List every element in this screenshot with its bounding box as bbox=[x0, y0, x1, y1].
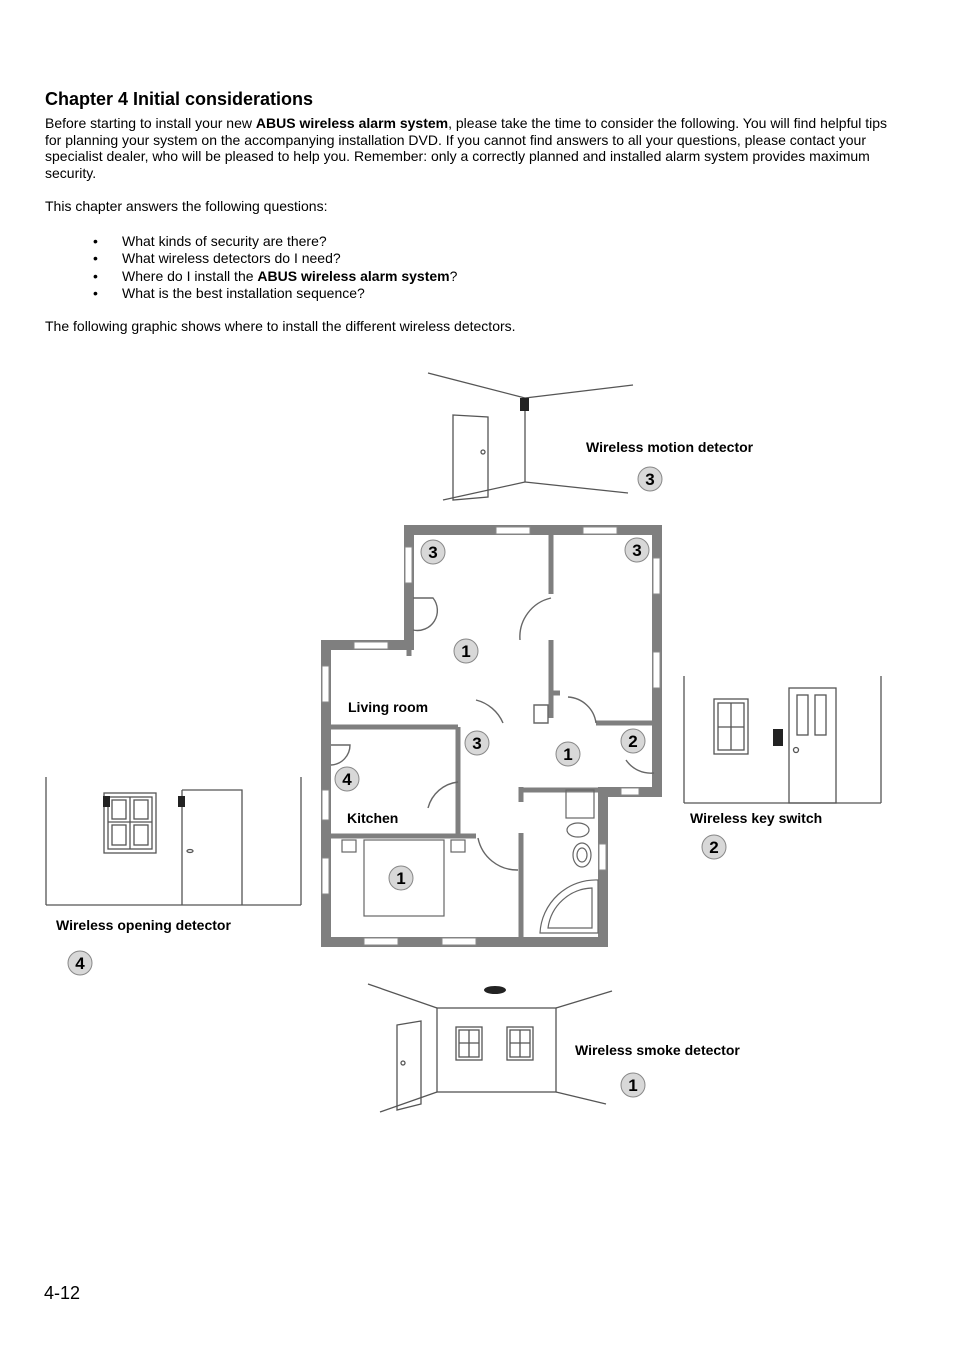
list-item: • Where do I install the ABUS wireless al… bbox=[45, 268, 457, 285]
badge-plan-key: 2 bbox=[620, 728, 646, 754]
graphic-intro: The following graphic shows where to ins… bbox=[45, 318, 516, 334]
intro-text-before: Before starting to install your new bbox=[45, 115, 256, 131]
motion-detector-icon bbox=[520, 398, 529, 411]
label-opening-detector: Wireless opening detector bbox=[56, 917, 231, 933]
motion-detector-scene bbox=[427, 372, 634, 501]
badge-plan-smoke-b: 1 bbox=[555, 741, 581, 767]
list-item: • What kinds of security are there? bbox=[45, 233, 457, 250]
chapter-heading: Chapter 4 Initial considerations bbox=[45, 89, 314, 109]
badge-smoke: 1 bbox=[620, 1072, 646, 1098]
question-3: Where do I install the ABUS wireless ala… bbox=[122, 267, 458, 284]
question-2: What wireless detectors do I need? bbox=[122, 250, 341, 267]
badge-plan-motion-a: 3 bbox=[420, 539, 446, 565]
list-item: • What is the best installation sequence? bbox=[45, 285, 457, 302]
badge-plan-smoke-a: 1 bbox=[453, 638, 479, 664]
svg-text:1: 1 bbox=[396, 869, 405, 888]
svg-text:4: 4 bbox=[75, 954, 85, 973]
question-1: What kinds of security are there? bbox=[122, 233, 327, 249]
svg-text:3: 3 bbox=[472, 734, 481, 753]
label-motion-detector: Wireless motion detector bbox=[586, 439, 754, 455]
badge-key-switch: 2 bbox=[701, 834, 727, 860]
bullet-icon: • bbox=[93, 233, 98, 249]
svg-text:2: 2 bbox=[709, 838, 718, 857]
label-key-switch: Wireless key switch bbox=[690, 810, 823, 826]
label-smoke-detector: Wireless smoke detector bbox=[575, 1042, 740, 1058]
bullet-icon: • bbox=[93, 285, 98, 302]
svg-text:3: 3 bbox=[632, 541, 641, 560]
svg-text:1: 1 bbox=[461, 642, 470, 661]
bullet-icon: • bbox=[93, 250, 98, 267]
badge-motion: 3 bbox=[637, 466, 663, 492]
svg-text:3: 3 bbox=[428, 543, 437, 562]
window-contact-icon bbox=[103, 796, 110, 807]
bullet-icon: • bbox=[93, 267, 98, 284]
badge-plan-smoke-c: 1 bbox=[388, 865, 414, 891]
smoke-detector-icon bbox=[484, 986, 506, 994]
badge-opening: 4 bbox=[67, 950, 93, 976]
opening-detector-scene bbox=[45, 777, 302, 906]
intro-paragraph: Before starting to install your new ABUS… bbox=[45, 115, 905, 181]
question-4: What is the best installation sequence? bbox=[122, 285, 365, 302]
badge-plan-motion-b: 3 bbox=[624, 537, 650, 563]
label-kitchen: Kitchen bbox=[347, 810, 399, 826]
door-contact-icon bbox=[178, 796, 185, 807]
questions-list: • What kinds of security are there? • What… bbox=[45, 233, 457, 303]
badge-plan-motion-c: 3 bbox=[464, 730, 490, 756]
badge-plan-opening: 4 bbox=[334, 766, 360, 792]
floor-plan bbox=[321, 525, 662, 947]
page-number: 4-12 bbox=[44, 1283, 81, 1303]
svg-text:1: 1 bbox=[563, 745, 572, 764]
svg-text:3: 3 bbox=[645, 470, 654, 489]
intro-product-name: ABUS wireless alarm system bbox=[255, 115, 449, 131]
label-living-room: Living room bbox=[348, 699, 433, 715]
smoke-detector-scene bbox=[367, 983, 613, 1113]
questions-intro: This chapter answers the following quest… bbox=[45, 198, 328, 214]
key-switch-scene bbox=[683, 676, 882, 804]
list-item: • What wireless detectors do I need? bbox=[45, 250, 457, 267]
svg-text:1: 1 bbox=[628, 1076, 637, 1095]
plan-outer-walls bbox=[321, 525, 662, 947]
intro-text-after: , please take the time to consider the f… bbox=[45, 115, 888, 181]
key-switch-icon bbox=[773, 729, 783, 746]
svg-text:4: 4 bbox=[342, 770, 352, 789]
svg-text:2: 2 bbox=[628, 732, 637, 751]
